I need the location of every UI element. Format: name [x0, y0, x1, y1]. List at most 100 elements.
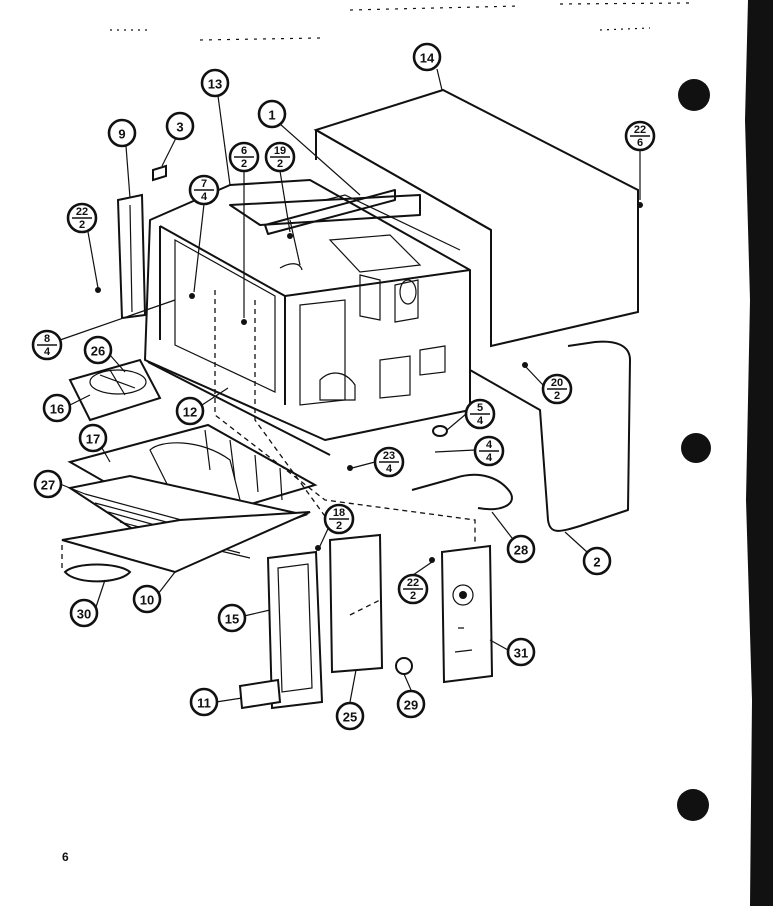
part-2-tube [469, 340, 631, 532]
callout-label: 25 [343, 710, 357, 725]
callout-14: 14 [412, 42, 442, 72]
callout-circle [189, 687, 219, 717]
fraction-bottom: 2 [410, 590, 416, 602]
callout-label: 30 [77, 607, 91, 622]
callout-3: 3 [165, 111, 195, 141]
page-number: 6 [62, 850, 69, 864]
fraction-bottom: 4 [486, 452, 493, 464]
fraction-callout-7-4: 74 [188, 174, 220, 206]
callout-12: 12 [175, 396, 205, 426]
callout-11: 11 [189, 687, 219, 717]
callout-label: 10 [140, 593, 154, 608]
fraction-callout-8-4: 84 [31, 329, 63, 361]
oven-chassis [144, 179, 471, 441]
callout-circle [335, 701, 365, 731]
binding-edge [745, 0, 773, 906]
binder-hole-icon [677, 79, 711, 821]
callout-13: 13 [200, 68, 230, 98]
callout-label: 1 [268, 108, 275, 123]
part-15-door-frame [266, 550, 324, 710]
part-12-rod [147, 361, 331, 456]
callout-31: 31 [506, 637, 536, 667]
fraction-callout-23-4: 234 [373, 446, 405, 478]
callout-label: 15 [225, 612, 239, 627]
callout-label: 31 [514, 646, 528, 661]
fraction-top: 7 [201, 178, 207, 190]
part-30-lamp [63, 563, 132, 583]
callout-label: 9 [118, 127, 125, 142]
fraction-callout-19-2: 192 [264, 141, 296, 173]
callout-label: 26 [91, 344, 105, 359]
part-10-bottom-plate [61, 511, 311, 574]
part-9-strip [116, 193, 147, 320]
fraction-top: 23 [383, 450, 395, 462]
callout-1: 1 [257, 99, 287, 129]
fraction-bottom: 2 [79, 219, 85, 231]
fraction-callout-4-4: 44 [473, 435, 505, 467]
callout-2: 2 [582, 546, 612, 576]
fraction-top: 8 [44, 333, 50, 345]
fraction-top: 20 [551, 377, 563, 389]
part-17-base-tray [67, 423, 318, 527]
fraction-bottom: 6 [637, 137, 643, 149]
callout-circle [83, 335, 113, 365]
callout-circle [506, 534, 536, 564]
fraction-callout-22-2: 222 [397, 573, 429, 605]
callout-29: 29 [396, 689, 426, 719]
callout-circle [257, 99, 287, 129]
callout-circle [396, 689, 426, 719]
part-28-wire-harness [411, 473, 513, 511]
fraction-callout-20-2: 202 [541, 373, 573, 405]
part-11-handle [238, 678, 282, 710]
callout-label: 28 [514, 543, 528, 558]
fraction-bottom: 2 [277, 158, 283, 170]
part-29-knob [395, 657, 413, 675]
fraction-top: 22 [634, 124, 646, 136]
fraction-bottom: 4 [201, 191, 208, 203]
callout-label: 13 [208, 77, 222, 92]
callout-circle [582, 546, 612, 576]
fraction-bottom: 2 [336, 520, 342, 532]
callout-circle [200, 68, 230, 98]
fraction-top: 22 [407, 577, 419, 589]
callout-circle [132, 584, 162, 614]
fraction-callout-22-6: 226 [624, 120, 656, 152]
callout-label: 11 [197, 696, 211, 711]
callout-label: 3 [176, 120, 183, 135]
callout-circle [69, 598, 99, 628]
callout-15: 15 [217, 603, 247, 633]
fraction-callout-5-4: 54 [464, 398, 496, 430]
nut-icon [432, 425, 448, 437]
fraction-top: 5 [477, 402, 483, 414]
callout-circle [165, 111, 195, 141]
callout-27: 27 [33, 469, 63, 499]
assembly-guides [61, 290, 476, 616]
fraction-bottom: 4 [477, 415, 484, 427]
fraction-top: 19 [274, 145, 286, 157]
fraction-top: 18 [333, 507, 345, 519]
fraction-bottom: 2 [554, 390, 560, 402]
callout-28: 28 [506, 534, 536, 564]
fraction-callout-18-2: 182 [323, 503, 355, 535]
callout-circle [217, 603, 247, 633]
fraction-bottom: 4 [386, 463, 393, 475]
callout-25: 25 [335, 701, 365, 731]
callout-label: 16 [50, 402, 64, 417]
callout-30: 30 [69, 598, 99, 628]
fraction-bottom: 4 [44, 346, 51, 358]
callout-10: 10 [132, 584, 162, 614]
part-31-control-panel [440, 544, 494, 684]
scan-noise-top [110, 2, 691, 41]
fraction-callout-6-2: 62 [228, 141, 260, 173]
callout-label: 12 [183, 405, 197, 420]
callout-circle [107, 118, 137, 148]
leader-lines [59, 68, 641, 703]
callout-label: 29 [404, 698, 418, 713]
part-16-fan-assembly [68, 358, 162, 422]
callout-circle [506, 637, 536, 667]
callout-circle [175, 396, 205, 426]
callout-circle [78, 423, 108, 453]
callout-circle [33, 469, 63, 499]
